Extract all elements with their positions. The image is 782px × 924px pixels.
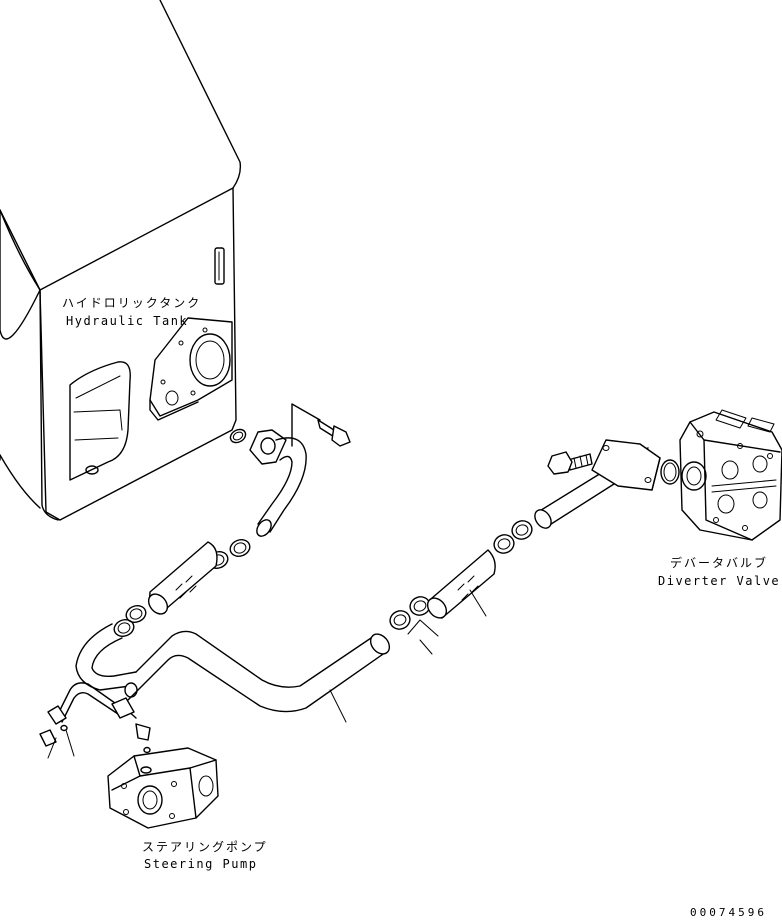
hydraulic-tank-label-jp: ハイドロリックタンク [62,296,202,310]
leader-lines [47,589,487,759]
suction-tube [75,623,391,713]
middle-hose-assembly [389,520,533,630]
diverter-valve-label-en: Diverter Valve [658,574,781,588]
valve-elbow-assembly [534,439,680,529]
reference-number: 00074596 [690,906,767,919]
diverter-valve [679,409,782,541]
hydraulic-tank [0,0,242,521]
steering-pump-assembly [39,682,219,829]
diverter-valve-label-jp: デバータバルブ [670,556,769,570]
steering-pump-label-en: Steering Pump [144,857,258,871]
tank-side-clamps [113,539,251,637]
tank-elbow-assembly [229,403,351,537]
hydraulic-tank-label-en: Hydraulic Tank [66,314,189,328]
steering-pump-label-jp: ステアリングポンプ [142,840,268,854]
